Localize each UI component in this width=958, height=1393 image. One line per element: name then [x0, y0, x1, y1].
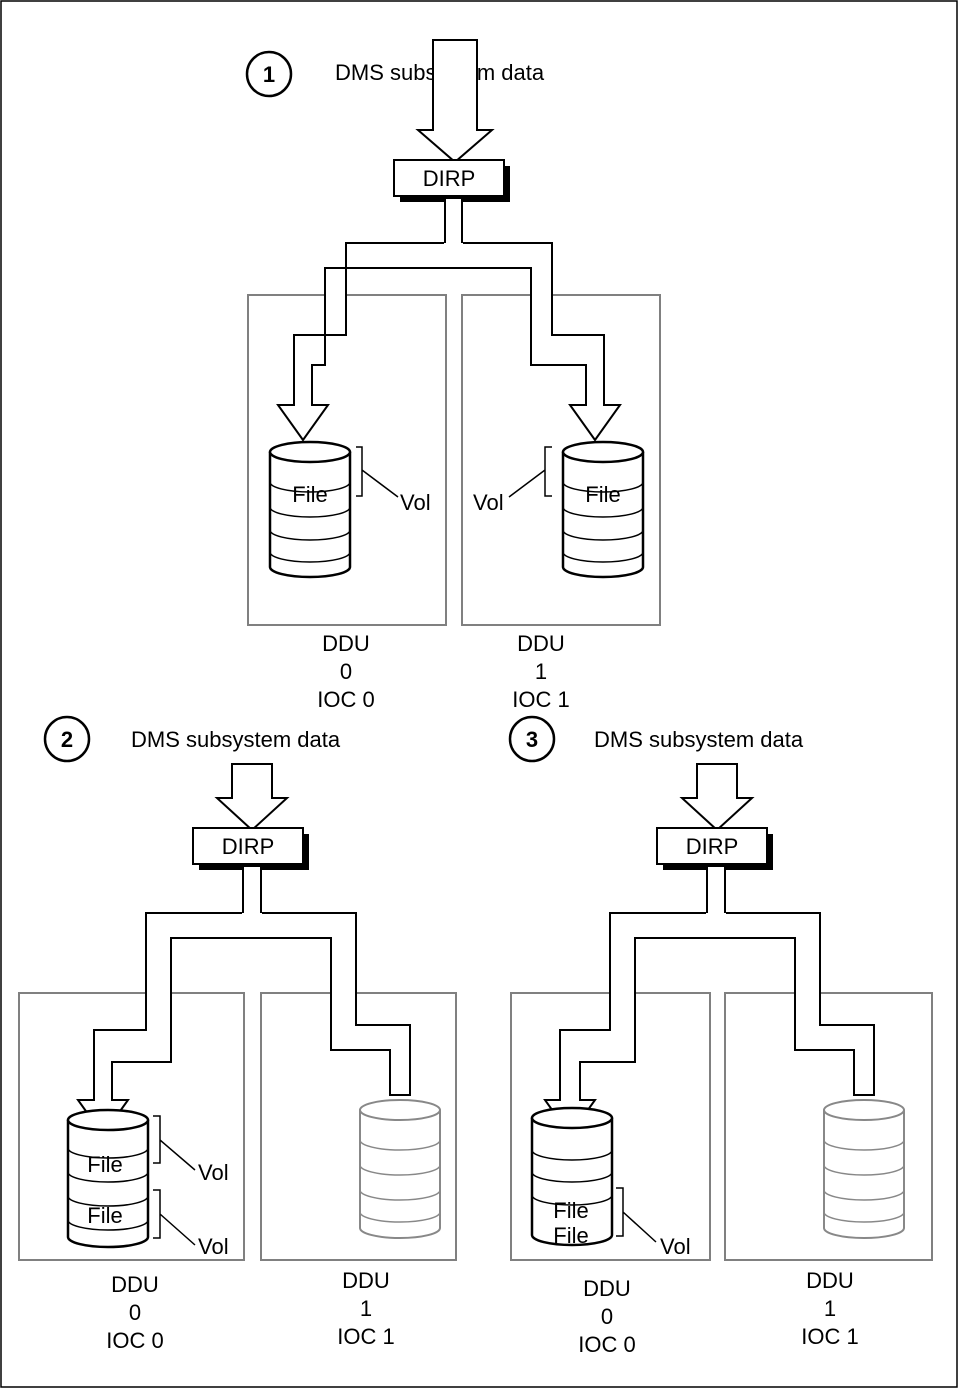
path-to-ddu-0 [76, 866, 244, 1137]
ddu-1-box [461, 294, 661, 626]
dirp-box [656, 827, 768, 865]
scenario-2: 2 DMS subsystem data DIRP File File Vol … [18, 715, 457, 1353]
file-label: File [553, 1223, 588, 1248]
vol-label: Vol [660, 1234, 691, 1259]
input-arrow [214, 763, 290, 832]
disk-cylinder [268, 440, 352, 579]
ddu-unit: 0 [601, 1304, 613, 1329]
ddu-title: DDU [322, 631, 370, 656]
ddu-unit: 1 [535, 659, 547, 684]
volume-bracket [356, 446, 399, 498]
scenario-number-circle [43, 715, 91, 763]
ddu-title: DDU [342, 1268, 390, 1293]
ddu-ioc: IOC 1 [337, 1324, 394, 1349]
vol-label: Vol [198, 1160, 229, 1185]
volume-bracket [153, 1115, 196, 1171]
path-to-ddu-0 [543, 866, 708, 1137]
ddu-title: DDU [806, 1268, 854, 1293]
ddu-ioc: IOC 0 [317, 687, 374, 712]
path-to-ddu-0 [276, 198, 446, 442]
scenario-number: 2 [61, 727, 73, 752]
volume-bracket [616, 1187, 657, 1243]
path-to-ddu-1 [724, 866, 875, 1096]
ddu-0-box [18, 992, 245, 1261]
ddu-title: DDU [111, 1272, 159, 1297]
ddu-1-box [724, 992, 933, 1261]
pipe-joint-edges [444, 198, 463, 269]
file-label: File [87, 1152, 122, 1177]
pipe-joint [706, 867, 726, 937]
scenario-number: 1 [263, 62, 275, 87]
ddu-title: DDU [583, 1276, 631, 1301]
scenario-3: 3 DMS subsystem data DIRP File File Vol … [508, 715, 933, 1357]
file-label: File [585, 482, 620, 507]
path-to-ddu-1 [461, 198, 622, 442]
input-arrow [415, 39, 495, 164]
pipe-joint [242, 867, 262, 937]
file-label: File [87, 1203, 122, 1228]
dirp-box [393, 159, 505, 197]
pipe-joint [444, 199, 463, 267]
volume-bracket [508, 446, 552, 498]
file-label: File [553, 1198, 588, 1223]
disk-cylinder [66, 1108, 150, 1249]
dirp-label: DIRP [686, 834, 739, 859]
ddu-ioc: IOC 1 [512, 687, 569, 712]
disk-cylinder [561, 440, 645, 579]
disk-cylinder-inactive [823, 1099, 905, 1239]
vol-label: Vol [400, 490, 431, 515]
volume-bracket [153, 1189, 196, 1246]
input-arrow [679, 763, 755, 832]
ddu-ioc: IOC 1 [801, 1324, 858, 1349]
scenario-number-circle [245, 50, 293, 98]
source-label: DMS subsystem data [594, 727, 804, 752]
source-label: DMS subsystem data [131, 727, 341, 752]
ddu-title: DDU [517, 631, 565, 656]
scenario-1: 1 DMS subsystem data DIRP File Vol [245, 39, 661, 712]
ddu-ioc: IOC 0 [106, 1328, 163, 1353]
vol-label: Vol [473, 490, 504, 515]
dirp-label: DIRP [222, 834, 275, 859]
ddu-unit: 1 [824, 1296, 836, 1321]
disk-cylinder-inactive [359, 1099, 441, 1239]
ddu-1-box [260, 992, 457, 1261]
ddu-unit: 0 [129, 1300, 141, 1325]
scenario-number: 3 [526, 727, 538, 752]
pipe-joint-edges [706, 866, 726, 939]
ddu-unit: 0 [340, 659, 352, 684]
ddu-unit: 1 [360, 1296, 372, 1321]
ddu-ioc: IOC 0 [578, 1332, 635, 1357]
dirp-box [192, 827, 304, 865]
path-to-ddu-1 [260, 866, 411, 1096]
dirp-label: DIRP [423, 166, 476, 191]
scenario-number-circle [508, 715, 556, 763]
vol-label: Vol [198, 1234, 229, 1259]
pipe-joint-edges [242, 866, 262, 939]
disk-cylinder [530, 1106, 614, 1247]
file-label: File [292, 482, 327, 507]
